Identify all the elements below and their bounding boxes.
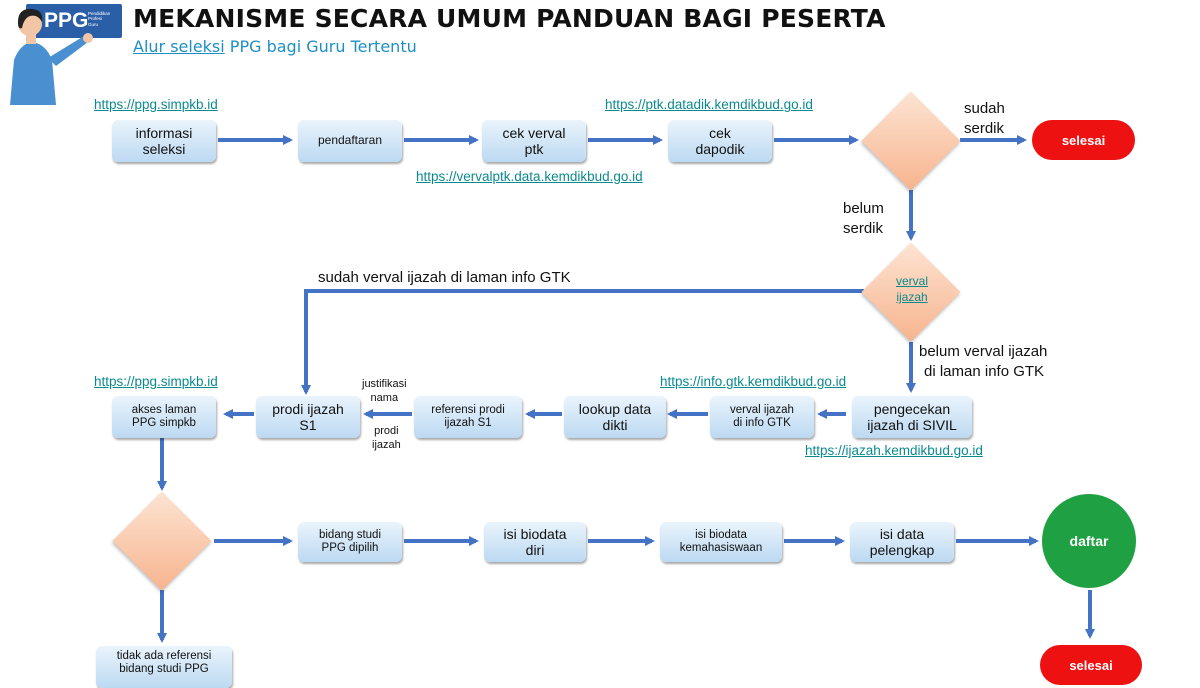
link-ppg-simpkb-mid[interactable]: https://ppg.simpkb.id <box>94 374 218 389</box>
terminal-daftar: daftar <box>1042 494 1136 588</box>
link-vervalptk[interactable]: https://vervalptk.data.kemdikbud.go.id <box>416 169 643 184</box>
link-ijazah[interactable]: https://ijazah.kemdikbud.go.id <box>805 443 983 458</box>
arrow <box>301 289 864 395</box>
terminal-selesai-bottom: selesai <box>1040 645 1142 685</box>
link-ptk-datadik[interactable]: https://ptk.datadik.kemdikbud.go.id <box>605 97 813 112</box>
label-sudah-verval: sudah verval ijazah di laman info GTK <box>318 269 571 286</box>
subtitle-link[interactable]: Alur seleksi <box>133 37 225 56</box>
logo-text: PPG <box>44 9 89 32</box>
subtitle-rest: PPG bagi Guru Tertentu <box>224 37 417 56</box>
ppg-logo: PPG Pendidikan Profesi Guru <box>0 0 128 105</box>
link-ppg-simpkb-top[interactable]: https://ppg.simpkb.id <box>94 97 218 112</box>
page-title: MEKANISME SECARA UMUM PANDUAN BAGI PESER… <box>133 4 886 33</box>
page-subtitle: Alur seleksi PPG bagi Guru Tertentu <box>133 37 417 56</box>
link-info-gtk[interactable]: https://info.gtk.kemdikbud.go.id <box>660 374 847 389</box>
node-pendaftaran: pendaftaran <box>298 120 402 162</box>
logo-small-text: Pendidikan Profesi Guru <box>88 11 111 27</box>
terminal-selesai-top: selesai <box>1032 120 1135 160</box>
presenter-illustration <box>10 8 93 105</box>
